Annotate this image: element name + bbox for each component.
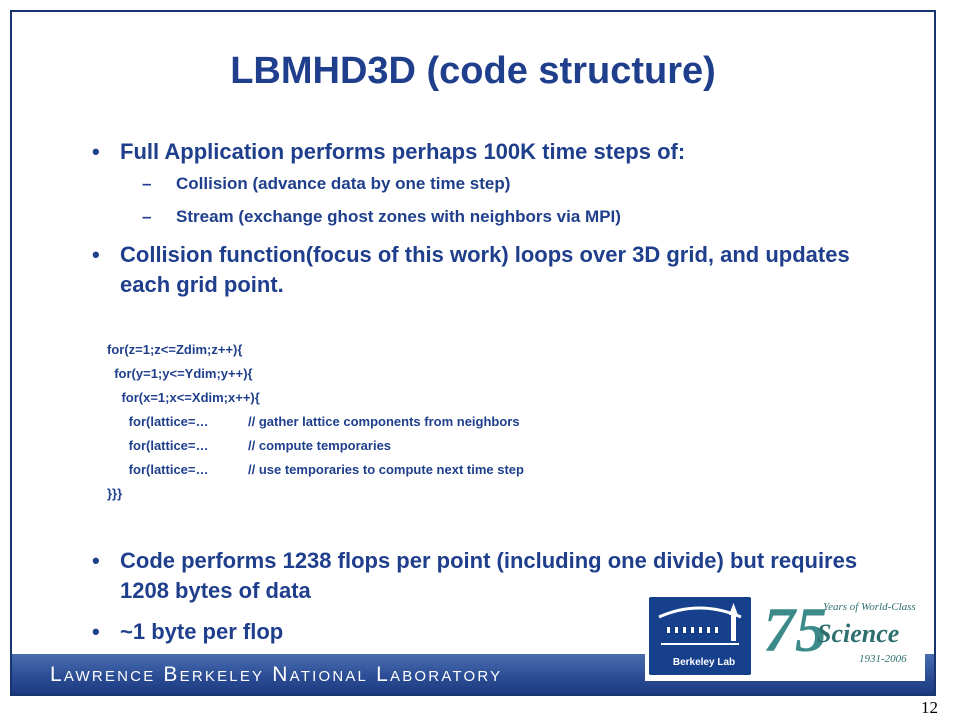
code-line-4: for(lattice=… // gather lattice component… [107,414,520,430]
code-text: for(lattice=… [107,462,209,477]
code-line-7: }}} [107,486,122,502]
code-comment: // compute temporaries [248,438,392,453]
sub-bullet-text: Collision (advance data by one time step… [176,174,511,193]
page-number: 12 [921,698,938,717]
sub-bullet-dash: – [142,207,152,226]
logo-date-range: 1931-2006 [859,653,907,665]
logo-science-text: Science [817,619,900,648]
sub-bullet-dash: – [142,174,152,193]
bullet-dot: • [92,548,100,573]
sub-bullet-1: – Collision (advance data by one time ste… [142,173,510,195]
lab-name: Lawrence Berkeley National Laboratory [50,663,503,686]
slide-frame: LBMHD3D (code structure) • Full Applicat… [10,10,936,696]
sub-bullet-2: – Stream (exchange ghost zones with neigh… [142,206,621,228]
code-line-5: for(lattice=… // compute temporaries [107,438,391,454]
bullet-text: Collision function(focus of this work) l… [120,242,850,297]
code-text: for(x=1;x<=Xdim;x++){ [107,390,260,405]
logo-label: Berkeley Lab [672,657,736,668]
code-text: }}} [107,486,123,501]
code-text: for(y=1;y<=Ydim;y++){ [107,366,253,381]
bullet-dot: • [92,242,100,267]
slide-title: LBMHD3D (code structure) [230,50,716,92]
code-comment: // gather lattice components from neighb… [248,414,520,429]
code-text: for(lattice=… [107,414,209,429]
code-comment: // use temporaries to compute next time … [248,462,524,477]
code-line-3: for(x=1;x<=Xdim;x++){ [107,390,260,406]
bullet-text: ~1 byte per flop [120,619,284,644]
bullet-text: Code performs 1238 flops per point (incl… [120,548,858,603]
code-text: for(lattice=… [107,438,209,453]
bullet-dot: • [92,619,100,644]
sub-bullet-text: Stream (exchange ghost zones with neighb… [176,207,621,226]
anniversary-logo: Berkeley Lab 75 Years of World-Class Sci… [645,593,925,681]
building-icon [658,603,742,645]
code-line-6: for(lattice=… // use temporaries to compu… [107,462,524,478]
bullet-text: Full Application performs perhaps 100K t… [120,139,686,164]
bullet-3: • Code performs 1238 flops per point (in… [92,546,872,606]
logo-years-text: Years of World-Class [823,601,916,613]
code-text: for(z=1;z<=Zdim;z++){ [107,342,243,357]
bullet-dot: • [92,139,100,164]
anniversary-number: 75 [763,594,827,665]
bullet-1: • Full Application performs perhaps 100K… [92,137,872,167]
bullet-4: • ~1 byte per flop [92,617,872,647]
code-line-2: for(y=1;y<=Ydim;y++){ [107,366,253,382]
code-line-1: for(z=1;z<=Zdim;z++){ [107,342,242,358]
bullet-2: • Collision function(focus of this work)… [92,240,872,300]
berkeley-lab-logo: Berkeley Lab [649,597,751,675]
